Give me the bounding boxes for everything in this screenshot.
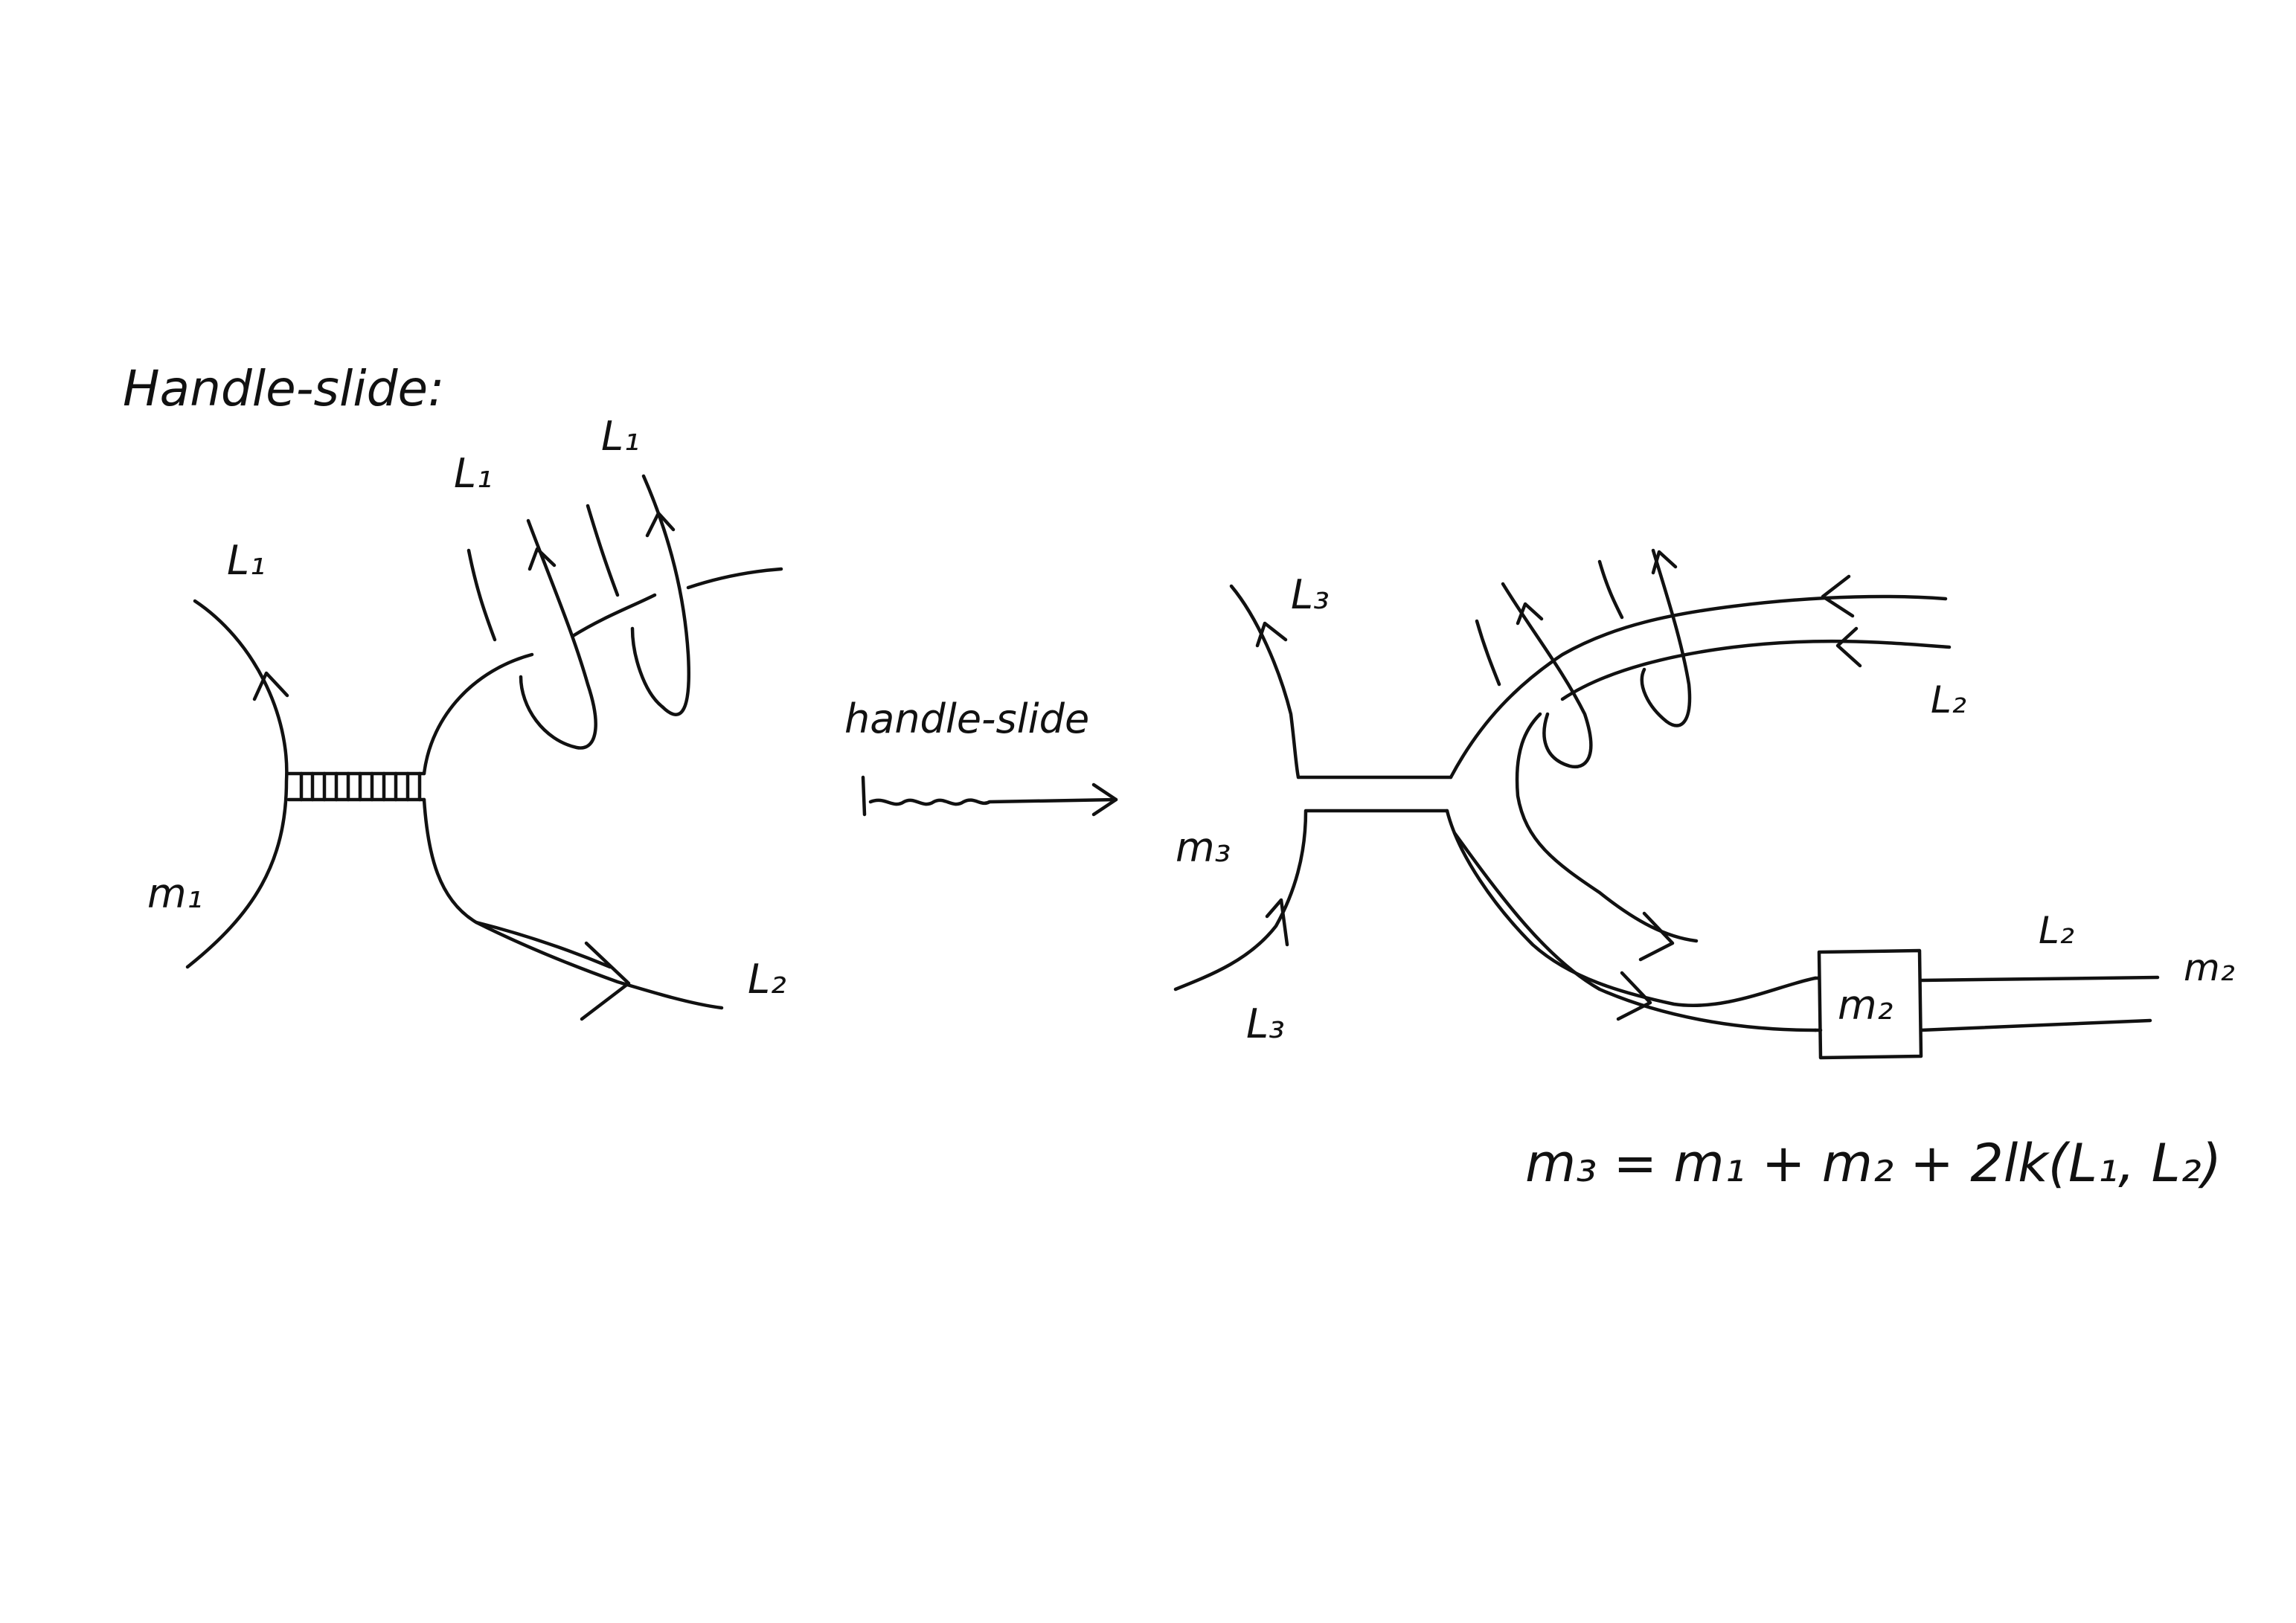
band-bridge — [286, 771, 426, 802]
right-band-inner — [1445, 809, 1818, 1008]
right-l2-tail — [1919, 975, 2160, 1032]
arrow-shaft — [861, 775, 1118, 817]
right-band-arrow-2 — [1616, 971, 1652, 1021]
m2-box: m₂ — [1813, 948, 1923, 1060]
left-loop-2 — [519, 518, 597, 750]
left-loop-4 — [630, 474, 690, 716]
right-loop-1 — [1475, 619, 1501, 687]
right-l3-top — [1229, 584, 1453, 780]
framing-equation: m₃ = m₁ + m₂ + 2lk(L₁, L₂) — [1525, 1133, 2222, 1194]
left-loop-arrow-2 — [645, 511, 676, 538]
label-m3: m₃ — [1176, 824, 1231, 871]
handle-slide-arrow: handle-slide — [844, 695, 1118, 817]
arrow-head — [1091, 782, 1118, 817]
label-l2-upper: L₂ — [1931, 678, 1966, 721]
page-title: Handle-slide: — [123, 360, 444, 417]
label-l2-lower: L₂ — [2039, 909, 2074, 952]
left-knot-arrow — [252, 671, 289, 701]
left-l2-arrow — [580, 941, 631, 1021]
left-diagram: L₁ L₁ L₁ m₁ L₂ — [147, 413, 786, 1021]
right-l3-bottom — [1173, 809, 1449, 992]
right-band-upper2 — [1560, 639, 1952, 701]
right-band-innerloop — [1515, 712, 1699, 943]
label-l1-a: L₁ — [227, 537, 266, 584]
label-m2: m₂ — [2184, 946, 2235, 989]
right-l2-arrow-top — [1821, 574, 1855, 618]
left-loop-arrow-1 — [527, 547, 557, 571]
left-l2-curve — [422, 652, 724, 1010]
left-loop-3 — [586, 504, 620, 597]
arrow-label: handle-slide — [844, 695, 1089, 742]
right-band-arrow-1 — [1638, 911, 1675, 962]
label-m1: m₁ — [147, 870, 202, 917]
right-band-outer — [1449, 594, 1948, 780]
right-l2-arrow-mid — [1835, 626, 1862, 668]
right-diagram: m₂ L₃ m₃ L₃ L₂ L₂ m₂ — [1173, 548, 2235, 1060]
left-loop-1 — [466, 548, 497, 642]
label-l3-bottom: L₃ — [1246, 1000, 1285, 1047]
left-cross-strand — [571, 567, 783, 638]
right-loop-arrow-2 — [1651, 550, 1678, 575]
label-l2-left: L₂ — [748, 956, 786, 1003]
right-loop-3 — [1597, 559, 1624, 620]
right-loop-4 — [1640, 548, 1692, 727]
left-l2-strand — [474, 920, 612, 969]
right-band-outer2 — [1452, 831, 1818, 1032]
right-l3-bottom-arrow — [1265, 898, 1289, 947]
m2-box-label: m₂ — [1838, 982, 1893, 1029]
label-l1-b: L₁ — [454, 450, 493, 497]
right-loop-arrow-1 — [1516, 602, 1544, 626]
label-l3-top: L₃ — [1291, 571, 1330, 618]
left-knot-curve — [185, 599, 289, 969]
right-loop-2 — [1501, 582, 1593, 769]
label-l1-c: L₁ — [601, 413, 640, 460]
right-l3-top-arrow — [1255, 621, 1288, 648]
